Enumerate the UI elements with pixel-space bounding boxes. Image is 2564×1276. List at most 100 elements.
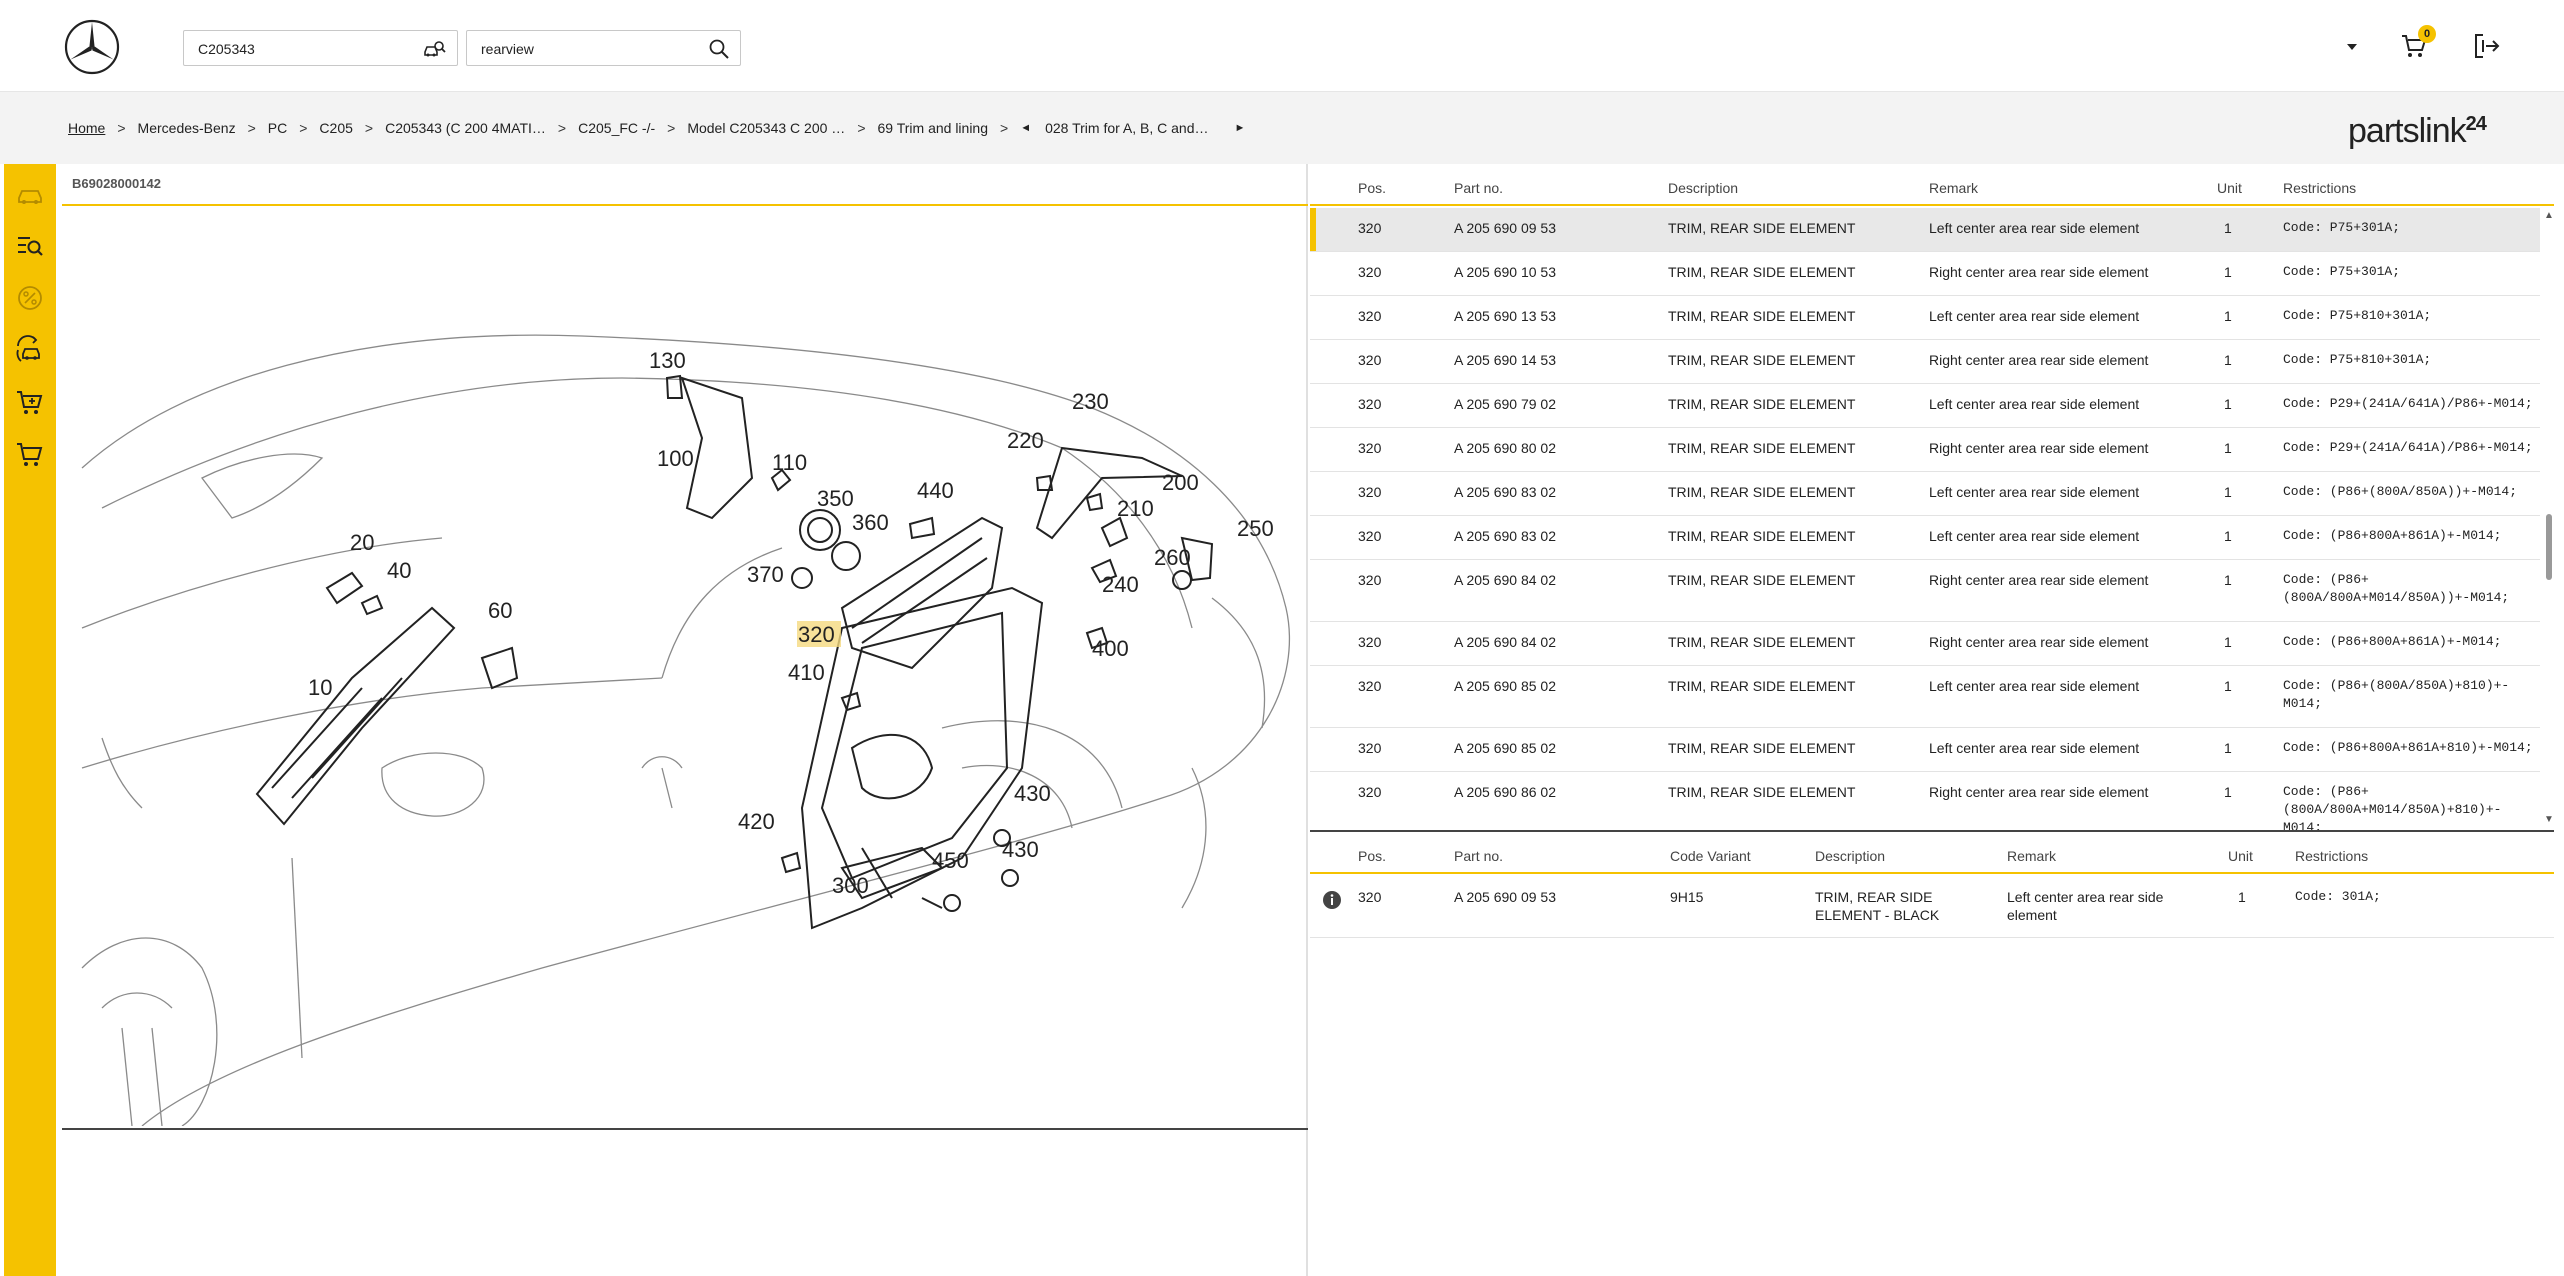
table-row[interactable]: 320A 205 690 10 53TRIM, REAR SIDE ELEMEN…: [1310, 252, 2540, 296]
callout-10[interactable]: 10: [308, 675, 332, 700]
callout-360[interactable]: 360: [852, 510, 889, 535]
callout-130[interactable]: 130: [649, 348, 686, 373]
parts-table: Pos. Part no. Description Remark Unit Re…: [1310, 164, 2554, 832]
table-row[interactable]: 320A 205 690 79 02TRIM, REAR SIDE ELEMEN…: [1310, 384, 2540, 428]
callout-40[interactable]: 40: [387, 558, 411, 583]
breadcrumb-item[interactable]: 028 Trim for A, B, C and…: [1045, 120, 1208, 136]
row-pos: 320: [1358, 264, 1381, 280]
text-search-input[interactable]: [481, 39, 701, 59]
table-row[interactable]: 320A 205 690 83 02TRIM, REAR SIDE ELEMEN…: [1310, 472, 2540, 516]
callout-430[interactable]: 430: [1014, 781, 1051, 806]
table-row[interactable]: 320A 205 690 13 53TRIM, REAR SIDE ELEMEN…: [1310, 296, 2540, 340]
table-row[interactable]: 320A 205 690 14 53TRIM, REAR SIDE ELEMEN…: [1310, 340, 2540, 384]
callout-250[interactable]: 250: [1237, 516, 1274, 541]
callout-260[interactable]: 260: [1154, 545, 1191, 570]
col-unit[interactable]: Unit: [2217, 180, 2242, 196]
variant-row[interactable]: 320 A 205 690 09 53 9H15 TRIM, REAR SIDE…: [1310, 876, 2554, 938]
top-header: 0: [0, 0, 2564, 92]
col-part-no[interactable]: Part no.: [1454, 180, 1503, 196]
breadcrumb-item[interactable]: 69 Trim and lining: [878, 120, 989, 136]
exploded-parts-diagram[interactable]: 130 230 220 100 110 350 440 200 360 210 …: [62, 208, 1308, 1126]
callout-240[interactable]: 240: [1102, 572, 1139, 597]
breadcrumb-next-button[interactable]: ►: [1235, 122, 1246, 134]
col-description[interactable]: Description: [1668, 180, 1738, 196]
breadcrumb-item[interactable]: C205343 (C 200 4MATI…: [385, 120, 546, 136]
table-row[interactable]: 320A 205 690 84 02TRIM, REAR SIDE ELEMEN…: [1310, 622, 2540, 666]
variant-remark: Left center area rear side element: [2007, 888, 2163, 924]
row-restrictions: Code: (P86+800A+861A)+-M014;: [2283, 633, 2501, 651]
scroll-up-icon[interactable]: ▲: [2544, 210, 2554, 221]
cart-icon[interactable]: [14, 438, 46, 470]
row-unit: 1: [2224, 634, 2232, 650]
callout-110[interactable]: 110: [772, 450, 807, 475]
row-part-no: A 205 690 14 53: [1454, 352, 1556, 368]
table-row[interactable]: 320A 205 690 86 02TRIM, REAR SIDE ELEMEN…: [1310, 772, 2540, 832]
scrollbar-thumb[interactable]: [2546, 514, 2552, 580]
callout-200[interactable]: 200: [1162, 470, 1199, 495]
callout-210[interactable]: 210: [1117, 496, 1154, 521]
car-icon[interactable]: [14, 178, 46, 210]
chevron-down-icon[interactable]: [2346, 41, 2358, 53]
table-row[interactable]: 320A 205 690 85 02TRIM, REAR SIDE ELEMEN…: [1310, 666, 2540, 728]
mercedes-star-logo[interactable]: [64, 19, 120, 75]
vcol-part-no[interactable]: Part no.: [1454, 848, 1503, 864]
callout-410[interactable]: 410: [788, 660, 825, 685]
car-exchange-icon[interactable]: [14, 334, 46, 366]
vin-search-input[interactable]: [198, 39, 408, 59]
callout-420[interactable]: 420: [738, 809, 775, 834]
col-remark[interactable]: Remark: [1929, 180, 1978, 196]
callout-230[interactable]: 230: [1072, 389, 1109, 414]
breadcrumb-item[interactable]: C205_FC -/-: [578, 120, 655, 136]
table-row[interactable]: 320A 205 690 83 02TRIM, REAR SIDE ELEMEN…: [1310, 516, 2540, 560]
car-search-icon[interactable]: [422, 37, 446, 61]
vcol-unit[interactable]: Unit: [2228, 848, 2253, 864]
restriction-line: Code: P29+(241A/641A)/P86+-M014;: [2283, 439, 2533, 457]
vcol-restrictions[interactable]: Restrictions: [2295, 848, 2368, 864]
col-restrictions[interactable]: Restrictions: [2283, 180, 2356, 196]
vcol-description[interactable]: Description: [1815, 848, 1885, 864]
row-description: TRIM, REAR SIDE ELEMENT: [1668, 396, 1855, 412]
info-icon[interactable]: [1322, 890, 1342, 910]
row-restrictions: Code: P29+(241A/641A)/P86+-M014;: [2283, 395, 2533, 413]
callout-370[interactable]: 370: [747, 562, 784, 587]
breadcrumb-home[interactable]: Home: [68, 120, 105, 136]
scroll-down-icon[interactable]: ▼: [2544, 814, 2554, 825]
callout-100[interactable]: 100: [657, 446, 694, 471]
callout-320[interactable]: 320: [798, 622, 835, 647]
row-description: TRIM, REAR SIDE ELEMENT: [1668, 308, 1855, 324]
breadcrumb-item[interactable]: Mercedes-Benz: [138, 120, 236, 136]
vcol-remark[interactable]: Remark: [2007, 848, 2056, 864]
row-part-no: A 205 690 86 02: [1454, 784, 1556, 800]
callout-430-2[interactable]: 430: [1002, 837, 1039, 862]
row-remark: Right center area rear side element: [1929, 784, 2148, 800]
callout-400[interactable]: 400: [1092, 636, 1129, 661]
logout-icon[interactable]: [2472, 32, 2500, 60]
vcol-code-variant[interactable]: Code Variant: [1670, 848, 1751, 864]
callout-450[interactable]: 450: [932, 848, 969, 873]
list-search-icon[interactable]: [14, 230, 46, 262]
callout-20[interactable]: 20: [350, 530, 374, 555]
breadcrumb-prev-button[interactable]: ◄: [1020, 122, 1031, 134]
callout-440[interactable]: 440: [917, 478, 954, 503]
parts-table-header: Pos. Part no. Description Remark Unit Re…: [1310, 164, 2554, 206]
variant-remark-line: element: [2007, 907, 2057, 923]
table-row[interactable]: 320A 205 690 85 02TRIM, REAR SIDE ELEMEN…: [1310, 728, 2540, 772]
vcol-pos[interactable]: Pos.: [1358, 848, 1386, 864]
table-row[interactable]: 320A 205 690 84 02TRIM, REAR SIDE ELEMEN…: [1310, 560, 2540, 622]
table-row[interactable]: 320A 205 690 09 53TRIM, REAR SIDE ELEMEN…: [1310, 208, 2540, 252]
callout-350[interactable]: 350: [817, 486, 854, 511]
row-pos: 320: [1358, 220, 1381, 236]
row-restrictions: Code: P75+301A;: [2283, 263, 2400, 281]
percent-icon[interactable]: [14, 282, 46, 314]
callout-300[interactable]: 300: [832, 873, 869, 898]
callout-220[interactable]: 220: [1007, 428, 1044, 453]
breadcrumb-item[interactable]: C205: [319, 120, 352, 136]
row-remark: Right center area rear side element: [1929, 352, 2148, 368]
breadcrumb-item[interactable]: PC: [268, 120, 287, 136]
col-pos[interactable]: Pos.: [1358, 180, 1386, 196]
search-icon[interactable]: [707, 37, 731, 61]
callout-60[interactable]: 60: [488, 598, 512, 623]
table-row[interactable]: 320A 205 690 80 02TRIM, REAR SIDE ELEMEN…: [1310, 428, 2540, 472]
cart-add-icon[interactable]: [14, 386, 46, 418]
breadcrumb-item[interactable]: Model C205343 C 200 …: [687, 120, 845, 136]
